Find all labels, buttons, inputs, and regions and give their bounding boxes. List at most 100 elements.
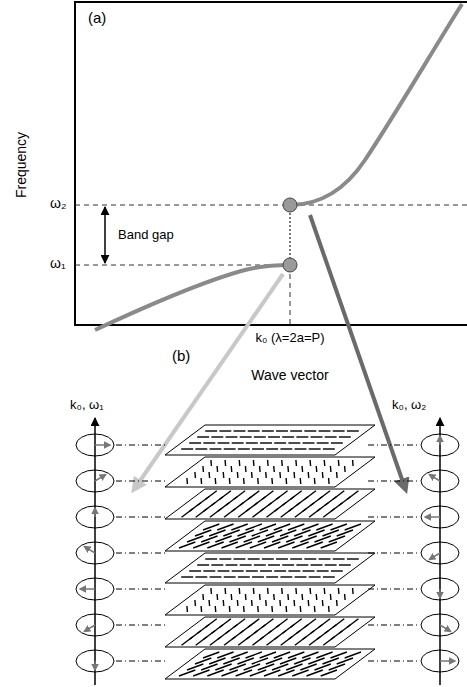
molecule-dash: [246, 442, 258, 443]
molecule-dash: [333, 558, 345, 559]
molecule-dash: [336, 600, 338, 606]
molecule-dash: [337, 530, 353, 536]
molecule-dash: [287, 466, 289, 472]
dash-dot-link: [116, 589, 168, 590]
molecule-dash: [215, 664, 231, 670]
molecule-dash: [314, 606, 316, 612]
molecule-dash: [309, 637, 320, 645]
molecule-dash: [189, 570, 201, 571]
molecule-dash: [288, 442, 300, 443]
molecule-dash: [333, 430, 345, 431]
molecule-dash: [280, 448, 292, 449]
dash-dot-link: [116, 625, 168, 626]
molecule-dash: [267, 509, 278, 517]
field-vector: [429, 475, 440, 481]
dash-dot-link: [368, 553, 419, 554]
molecule-dash: [254, 564, 266, 565]
molecule-dash: [229, 606, 231, 612]
molecule-dash: [316, 652, 332, 658]
molecule-dash: [234, 558, 246, 559]
molecule-dash: [265, 600, 267, 606]
molecule-dash: [202, 594, 204, 600]
molecule-dash: [238, 637, 249, 645]
band-gap-arrow: [104, 207, 106, 263]
molecule-dash: [195, 448, 207, 449]
molecule-dash: [250, 670, 266, 676]
molecule-dash: [251, 600, 253, 606]
field-vector: [440, 625, 451, 631]
molecule-dash: [252, 658, 268, 664]
molecule-dash: [260, 524, 276, 530]
molecule-dash: [221, 670, 237, 676]
molecule-dash: [281, 588, 283, 594]
molecule-dash: [347, 558, 359, 559]
dash-dot-link: [116, 517, 168, 518]
molecule-dash: [252, 637, 263, 645]
molecule-dash: [211, 436, 223, 437]
molecule-dash: [229, 478, 231, 484]
layer-stack: [165, 425, 375, 679]
molecule-dash: [217, 524, 233, 530]
molecule-dash: [187, 536, 203, 542]
molecule-dash: [207, 670, 223, 676]
molecule-dash: [223, 472, 225, 478]
molecule-dash: [306, 670, 322, 676]
molecule-dash: [207, 542, 223, 548]
axis-title: Wave vector: [249, 368, 330, 383]
molecule-dash: [224, 509, 235, 517]
molecule-dash: [238, 448, 250, 449]
molecule-dash: [195, 576, 207, 577]
molecule-dash: [200, 606, 202, 612]
panel-label: (a): [88, 10, 106, 27]
molecule-dash: [324, 460, 326, 466]
molecule-dash: [226, 436, 238, 437]
molecule-dash: [309, 460, 311, 466]
molecule-dash: [240, 564, 252, 565]
k0-label: k₀ (λ=2a=P): [254, 331, 327, 345]
smectic-layer: [165, 425, 375, 455]
field-vector: [94, 661, 96, 670]
molecule-dash: [231, 594, 233, 600]
molecule-dash: [352, 588, 354, 594]
molecule-dash: [345, 524, 361, 530]
molecule-dash: [245, 594, 247, 600]
molecule-dash: [279, 600, 281, 606]
molecule-dash: [309, 448, 321, 449]
molecule-dash: [319, 558, 331, 559]
molecule-dash: [265, 472, 267, 478]
dash-dot-link: [116, 481, 168, 482]
molecule-dash: [229, 664, 245, 670]
layer-plane: [165, 649, 375, 679]
dash-dot-link: [368, 625, 419, 626]
molecule-dash: [245, 466, 247, 472]
molecule-dash: [276, 558, 288, 559]
molecule-dash: [300, 536, 316, 542]
molecule-dash: [229, 536, 245, 542]
molecule-dash: [295, 460, 297, 466]
molecule-dash: [322, 472, 324, 478]
molecule-dash: [254, 436, 266, 437]
molecule-dash: [260, 570, 272, 571]
molecule-dash: [288, 652, 304, 658]
layer-plane: [165, 585, 375, 615]
molecule-dash: [328, 606, 330, 612]
molecule-dash: [352, 460, 354, 466]
molecule-dash: [181, 448, 193, 449]
molecule-dash: [330, 594, 332, 600]
molecule-dash: [203, 570, 215, 571]
molecule-dash: [209, 658, 225, 664]
smectic-layer: [165, 649, 375, 679]
molecule-dash: [317, 570, 329, 571]
molecule-dash: [292, 542, 308, 548]
molecule-dash: [224, 637, 235, 645]
molecule-dash: [232, 442, 244, 443]
molecule-dash: [211, 564, 223, 565]
lower-band: [95, 265, 290, 330]
molecule-dash: [252, 509, 263, 517]
molecule-dash: [231, 652, 247, 658]
molecule-dash: [314, 664, 330, 670]
molecule-dash: [280, 576, 292, 577]
helix-label: k₀, ω₂: [392, 398, 426, 412]
molecule-dash: [338, 588, 340, 594]
